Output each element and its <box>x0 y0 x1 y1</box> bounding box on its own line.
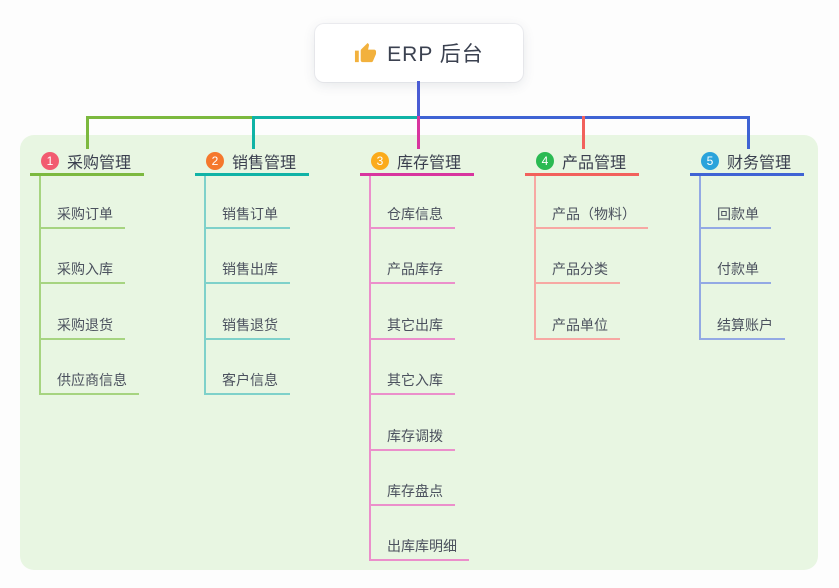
child-node[interactable]: 销售退货 <box>205 315 290 340</box>
child-node[interactable]: 产品（物料） <box>535 204 648 229</box>
branch-node-product[interactable]: 4 产品管理 <box>525 149 639 176</box>
child-node[interactable]: 销售订单 <box>205 204 290 229</box>
child-label: 产品单位 <box>552 317 608 333</box>
child-label: 仓库信息 <box>387 206 443 222</box>
child-node[interactable]: 仓库信息 <box>370 204 455 229</box>
child-node[interactable]: 回款单 <box>700 204 771 229</box>
child-label: 产品（物料） <box>552 206 636 222</box>
child-label: 销售退货 <box>222 317 278 333</box>
branch-spine-line <box>204 176 206 395</box>
child-node[interactable]: 供应商信息 <box>40 370 139 395</box>
child-label: 产品库存 <box>387 261 443 277</box>
child-node[interactable]: 其它入库 <box>370 370 455 395</box>
child-node[interactable]: 出库库明细 <box>370 536 469 561</box>
child-label: 回款单 <box>717 206 759 222</box>
child-label: 销售订单 <box>222 206 278 222</box>
connector-drop-finance <box>747 116 750 149</box>
child-node[interactable]: 采购订单 <box>40 204 125 229</box>
branch-number-badge: 5 <box>701 152 719 170</box>
connector-horizontal-sales <box>252 116 419 119</box>
child-label: 结算账户 <box>717 317 773 333</box>
child-node[interactable]: 产品分类 <box>535 259 620 284</box>
branch-spine-line <box>39 176 41 395</box>
branches-panel <box>20 135 818 570</box>
child-node[interactable]: 采购退货 <box>40 315 125 340</box>
thumbs-up-icon <box>355 42 377 62</box>
child-label: 其它入库 <box>387 372 443 388</box>
child-node[interactable]: 采购入库 <box>40 259 125 284</box>
child-node[interactable]: 库存盘点 <box>370 481 455 506</box>
branch-label: 销售管理 <box>232 155 297 172</box>
branch-spine-line <box>369 176 371 561</box>
child-label: 库存盘点 <box>387 483 443 499</box>
branch-number-badge: 3 <box>371 152 389 170</box>
connector-root-vertical <box>417 81 420 119</box>
child-node[interactable]: 销售出库 <box>205 259 290 284</box>
child-node[interactable]: 产品单位 <box>535 315 620 340</box>
child-node[interactable]: 客户信息 <box>205 370 290 395</box>
branch-node-finance[interactable]: 5 财务管理 <box>690 149 804 176</box>
child-label: 出库库明细 <box>387 538 457 554</box>
child-label: 采购退货 <box>57 317 113 333</box>
child-label: 库存调拨 <box>387 428 443 444</box>
connector-horizontal-purchase <box>86 116 254 119</box>
branch-node-inventory[interactable]: 3 库存管理 <box>360 149 474 176</box>
branch-label: 产品管理 <box>562 155 627 172</box>
child-node[interactable]: 结算账户 <box>700 315 785 340</box>
connector-drop-product <box>582 116 585 149</box>
connector-drop-sales <box>252 116 255 149</box>
branch-number-badge: 1 <box>41 152 59 170</box>
branch-label: 财务管理 <box>727 155 792 172</box>
connector-drop-inventory <box>417 116 420 149</box>
connector-drop-purchase <box>86 116 89 149</box>
child-label: 采购入库 <box>57 261 113 277</box>
child-label: 采购订单 <box>57 206 113 222</box>
branch-label: 采购管理 <box>67 155 132 172</box>
branch-label: 库存管理 <box>397 155 462 172</box>
child-node[interactable]: 产品库存 <box>370 259 455 284</box>
child-node[interactable]: 库存调拨 <box>370 426 455 451</box>
branch-spine-line <box>534 176 536 340</box>
branch-spine-line <box>699 176 701 340</box>
child-label: 付款单 <box>717 261 759 277</box>
branch-node-purchase[interactable]: 1 采购管理 <box>30 149 144 176</box>
child-label: 客户信息 <box>222 372 278 388</box>
child-label: 其它出库 <box>387 317 443 333</box>
branch-number-badge: 2 <box>206 152 224 170</box>
root-node-label: ERP 后台 <box>387 43 484 66</box>
child-node[interactable]: 其它出库 <box>370 315 455 340</box>
root-node[interactable]: ERP 后台 <box>315 24 523 82</box>
branch-number-badge: 4 <box>536 152 554 170</box>
child-label: 供应商信息 <box>57 372 127 388</box>
child-label: 产品分类 <box>552 261 608 277</box>
child-node[interactable]: 付款单 <box>700 259 771 284</box>
child-label: 销售出库 <box>222 261 278 277</box>
branch-node-sales[interactable]: 2 销售管理 <box>195 149 309 176</box>
